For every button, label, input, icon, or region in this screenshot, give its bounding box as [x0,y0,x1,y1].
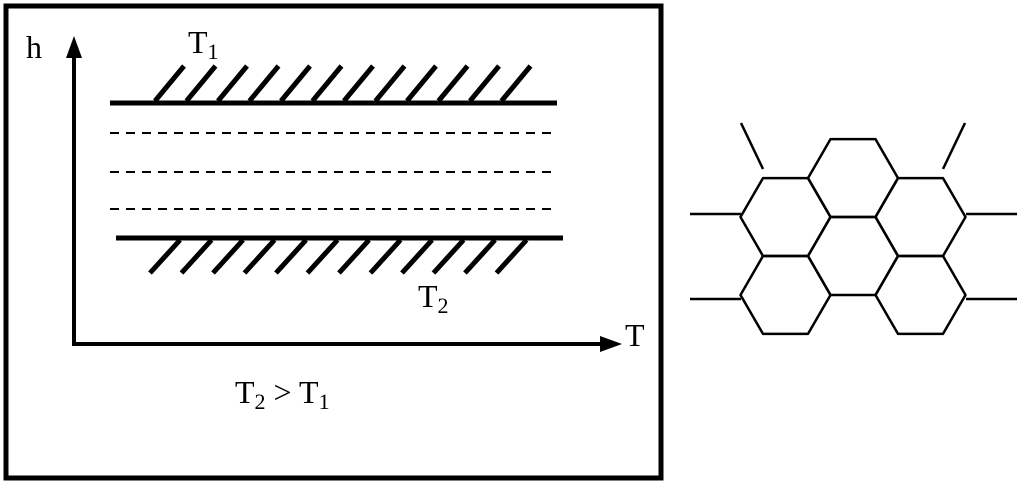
hatch-stroke [436,64,470,103]
hatch-stroke [342,64,375,103]
hatch-stroke [247,64,281,103]
axes [66,36,622,352]
condition-operator: > [266,374,299,410]
x-axis-label: T [625,317,645,353]
hatch-stroke [494,238,529,275]
lattice-stub [941,122,967,170]
condition-left-sub: 2 [255,389,266,414]
hexagon-cell [806,215,900,297]
hatch-stroke [279,64,312,103]
lattice-stub [739,122,765,170]
top-plate-label-base: T [188,24,208,60]
hatch-stroke [153,64,186,103]
hatch-stroke [148,238,182,275]
top-plate [110,64,557,106]
condition-right-sub: 1 [319,389,330,414]
top-plate-label-sub: 1 [208,39,219,64]
hatch-stroke [305,238,340,275]
bottom-plate-label: T2 [418,278,449,318]
hatch-stroke [179,238,214,275]
bottom-plate-hatching [148,238,529,275]
top-plate-label: T1 [188,24,219,64]
hatch-stroke [184,64,218,103]
hexagonal-cell-lattice [690,122,1017,336]
bottom-plate [116,235,563,275]
panel-frame [3,3,664,481]
hatch-stroke [310,64,344,103]
y-axis-arrowhead [66,36,82,58]
bottom-plate-label-base: T [418,278,438,314]
hexagon-cell [806,137,900,219]
hatch-stroke [274,238,308,275]
hatch-stroke [405,64,438,103]
hatch-stroke [216,64,249,103]
hatch-stroke [431,238,466,275]
hatch-stroke [211,238,245,275]
bottom-plate-label-sub: 2 [438,293,449,318]
temperature-condition: T2 > T1 [235,374,330,414]
hexagon-cell [874,176,967,258]
hatch-stroke [242,238,277,275]
fluid-layers [110,132,557,210]
hatch-stroke [463,238,497,275]
hexagon-cell [739,176,832,258]
top-plate-hatching [153,64,533,103]
hatch-stroke [368,238,403,275]
hatch-stroke [400,238,434,275]
condition-left-base: T [235,374,255,410]
hexagon-cell [739,254,832,336]
condition-right-base: T [299,374,319,410]
hatch-stroke [337,238,371,275]
y-axis-label: h [26,29,42,65]
hexagon-cell [874,254,967,336]
hatch-stroke [373,64,407,103]
hatch-stroke [468,64,501,103]
x-axis-arrowhead [600,336,622,352]
hatch-stroke [499,64,533,103]
